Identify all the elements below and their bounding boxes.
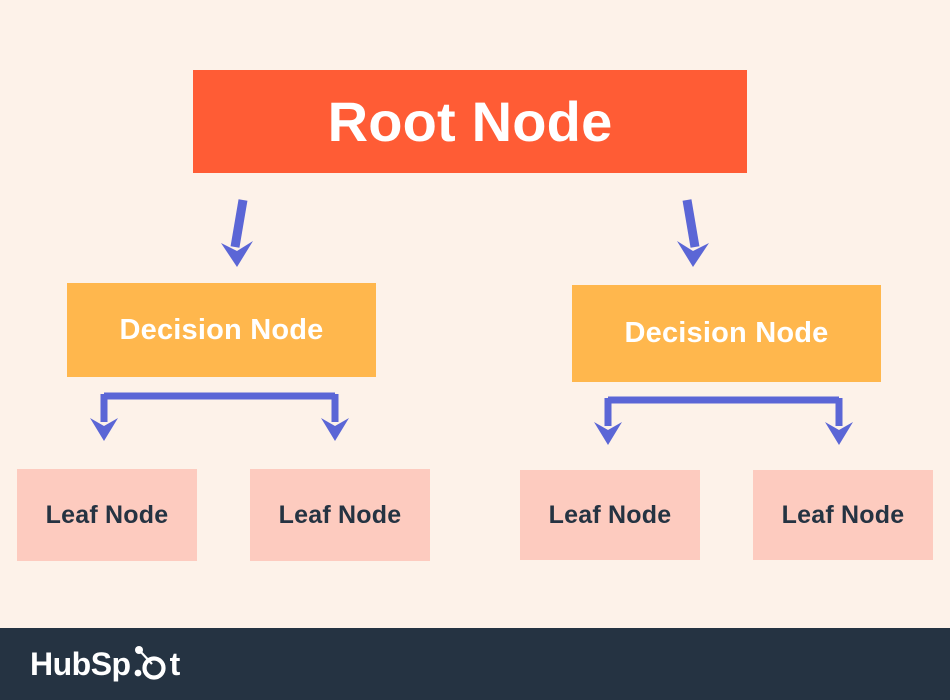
node-leaf-1: Leaf Node [17,469,197,561]
arrow-root-to-decision-left [221,199,253,267]
footer-bar [0,628,950,700]
node-root-label: Root Node [327,90,613,153]
hubspot-wordmark-prefix: HubSp [30,646,131,682]
arrow-root-to-decision-right [677,199,709,267]
node-decision-left: Decision Node [67,283,376,377]
node-leaf-3-label: Leaf Node [548,500,672,529]
hubspot-sprocket-icon [134,646,166,680]
node-leaf-1-label: Leaf Node [45,500,169,529]
fork-connector-right [594,396,853,445]
node-leaf-4-label: Leaf Node [781,500,905,529]
fork-connector-left [90,392,349,441]
node-root: Root Node [193,70,747,173]
hubspot-logo: HubSp t [30,644,180,684]
node-decision-right-label: Decision Node [624,317,829,349]
node-leaf-3: Leaf Node [520,470,700,560]
node-decision-left-label: Decision Node [119,313,324,346]
hubspot-wordmark-suffix: t [169,646,181,682]
node-decision-right: Decision Node [572,285,881,382]
node-leaf-2-label: Leaf Node [278,500,402,529]
node-leaf-4: Leaf Node [753,470,933,560]
node-leaf-2: Leaf Node [250,469,430,561]
